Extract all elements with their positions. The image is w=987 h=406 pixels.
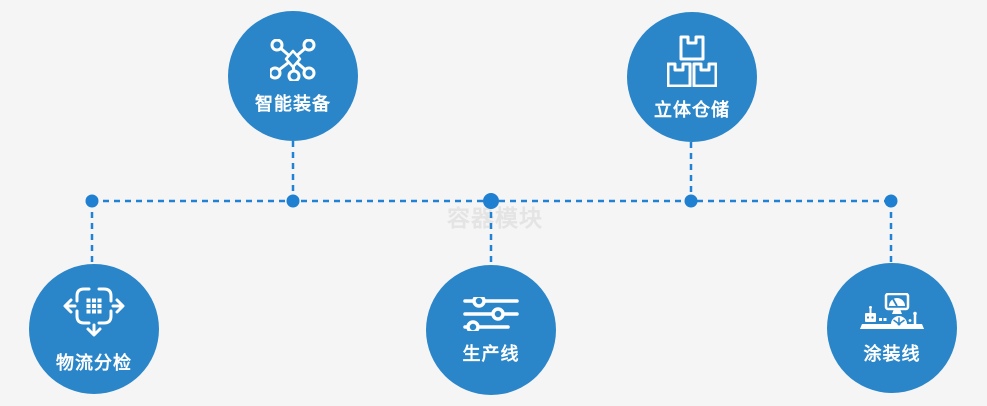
junction-dot (684, 194, 698, 208)
node-label: 涂装线 (863, 344, 921, 364)
watermark-text: 容器模块 (447, 205, 543, 231)
junction-dot (483, 193, 499, 209)
node-label: 物流分检 (56, 353, 132, 373)
machine-monitor-icon (860, 293, 924, 329)
network-nodes-icon (270, 39, 316, 81)
node-logistics-sorting[interactable]: 物流分检 (29, 264, 159, 394)
node-label: 立体仓储 (654, 100, 730, 120)
junction-dot (884, 194, 898, 208)
node-painting-line[interactable]: 涂装线 (827, 263, 957, 393)
sliders-icon (463, 297, 519, 331)
node-label: 智能装备 (255, 94, 331, 114)
node-production-line[interactable]: 生产线 (426, 265, 556, 395)
node-smart-equipment[interactable]: 智能装备 (228, 11, 358, 141)
node-stereoscopic-warehouse[interactable]: 立体仓储 (627, 12, 757, 142)
move-sort-icon (63, 287, 125, 337)
junction-dot (286, 194, 300, 208)
junction-dot (85, 194, 99, 208)
node-label: 生产线 (462, 344, 520, 364)
stacked-boxes-icon (667, 35, 717, 87)
